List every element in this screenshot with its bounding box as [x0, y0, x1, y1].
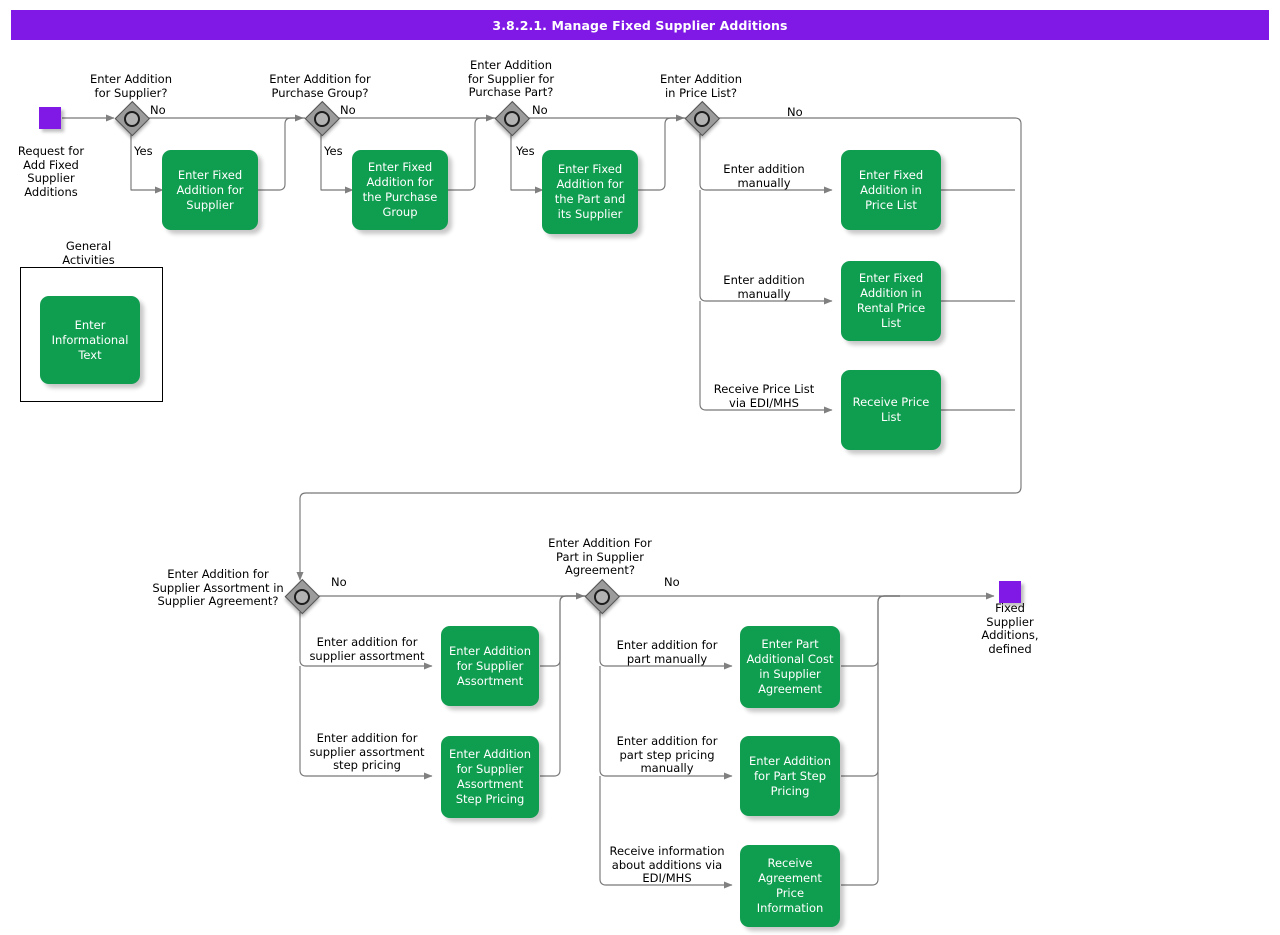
- general-activities-group: [20, 267, 163, 402]
- task-label: Receive Price List: [852, 395, 930, 424]
- task-fixed-addition-price-list[interactable]: Enter Fixed Addition in Price List: [841, 150, 941, 230]
- gateway-ring-icon: [694, 111, 710, 127]
- page-title: 3.8.2.1. Manage Fixed Supplier Additions: [11, 10, 1269, 40]
- task-label: Enter Addition for Supplier Assortment: [448, 643, 531, 688]
- task-enter-informational-text[interactable]: Enter Informational Text: [40, 296, 140, 384]
- task-fixed-addition-purchase-group[interactable]: Enter Fixed Addition for the Purchase Gr…: [352, 150, 448, 230]
- gateway-ring-icon: [294, 589, 310, 605]
- task-label: Enter Addition for Part Step Pricing: [748, 753, 831, 798]
- task-label: Enter Fixed Addition for the Part and it…: [554, 162, 626, 221]
- task-label: Enter Fixed Addition for the Purchase Gr…: [362, 160, 438, 219]
- gateway-enter-addition-purchase-group[interactable]: [304, 100, 340, 136]
- task-receive-agreement-price-information[interactable]: Receive Agreement Price Information: [740, 845, 840, 927]
- task-label: Enter Fixed Addition for Supplier: [176, 167, 244, 212]
- gateway-supplier-assortment-agreement[interactable]: [284, 578, 320, 614]
- task-fixed-addition-part-supplier[interactable]: Enter Fixed Addition for the Part and it…: [542, 150, 638, 234]
- task-label: Enter Fixed Addition in Rental Price Lis…: [856, 271, 926, 330]
- start-event[interactable]: [39, 107, 61, 129]
- task-assortment-step-pricing[interactable]: Enter Addition for Supplier Assortment S…: [441, 736, 539, 818]
- task-label: Enter Addition for Supplier Assortment S…: [448, 747, 531, 806]
- task-fixed-addition-supplier[interactable]: Enter Fixed Addition for Supplier: [162, 150, 258, 230]
- task-part-additional-cost[interactable]: Enter Part Additional Cost in Supplier A…: [740, 626, 840, 708]
- gateway-enter-addition-purchase-part[interactable]: [494, 100, 530, 136]
- gateway-ring-icon: [314, 111, 330, 127]
- gateway-enter-addition-price-list[interactable]: [684, 100, 720, 136]
- task-label: Enter Fixed Addition in Price List: [858, 167, 924, 212]
- task-label: Receive Agreement Price Information: [756, 856, 824, 915]
- gateway-ring-icon: [504, 111, 520, 127]
- task-receive-price-list[interactable]: Receive Price List: [841, 370, 941, 450]
- gateway-ring-icon: [594, 589, 610, 605]
- end-event[interactable]: [999, 581, 1021, 603]
- task-part-step-pricing[interactable]: Enter Addition for Part Step Pricing: [740, 736, 840, 816]
- task-label: Enter Part Additional Cost in Supplier A…: [746, 637, 834, 696]
- gateway-ring-icon: [124, 111, 140, 127]
- task-label: Enter Informational Text: [51, 317, 129, 362]
- task-fixed-addition-rental-price-list[interactable]: Enter Fixed Addition in Rental Price Lis…: [841, 261, 941, 341]
- gateway-enter-addition-for-supplier[interactable]: [114, 100, 150, 136]
- task-addition-supplier-assortment[interactable]: Enter Addition for Supplier Assortment: [441, 626, 539, 706]
- gateway-part-in-supplier-agreement[interactable]: [584, 578, 620, 614]
